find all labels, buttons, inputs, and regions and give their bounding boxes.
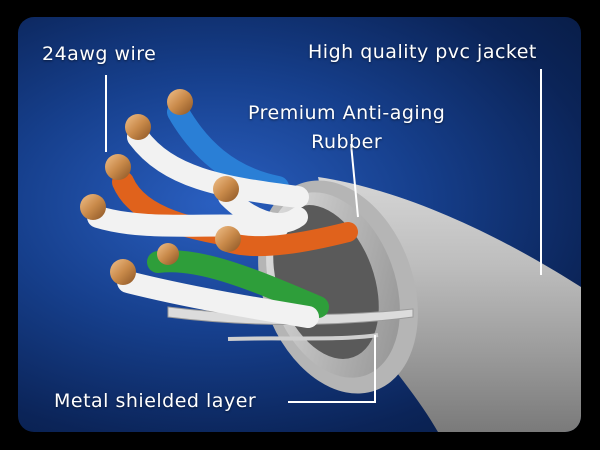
copper-tip <box>125 114 151 140</box>
white-wire-2 <box>218 187 308 234</box>
rubber-label-line2: Rubber <box>311 131 383 153</box>
product-image-card: 24awg wire High quality pvc jacket Premi… <box>18 17 581 432</box>
green-white-wire <box>117 271 319 328</box>
copper-tip <box>105 154 131 180</box>
drain-wire <box>227 333 379 341</box>
rubber-label-line1: Premium Anti-aging <box>248 102 446 124</box>
rubber-label: Premium Anti-aging Rubber <box>248 99 445 157</box>
copper-tip <box>215 226 241 252</box>
copper-tip <box>213 176 239 202</box>
callout-line-rubber <box>350 143 359 218</box>
callout-line-metal <box>288 335 376 403</box>
cable-illustration <box>80 69 581 432</box>
copper-tip <box>80 194 106 220</box>
copper-tip <box>110 259 136 285</box>
pvc-jacket-label: High quality pvc jacket <box>308 41 537 63</box>
copper-tip <box>167 89 193 115</box>
white-blue-wire <box>127 126 309 208</box>
wire-gauge-label: 24awg wire <box>42 43 157 65</box>
metal-shield-label: Metal shielded layer <box>54 390 257 412</box>
copper-tip <box>157 243 179 265</box>
